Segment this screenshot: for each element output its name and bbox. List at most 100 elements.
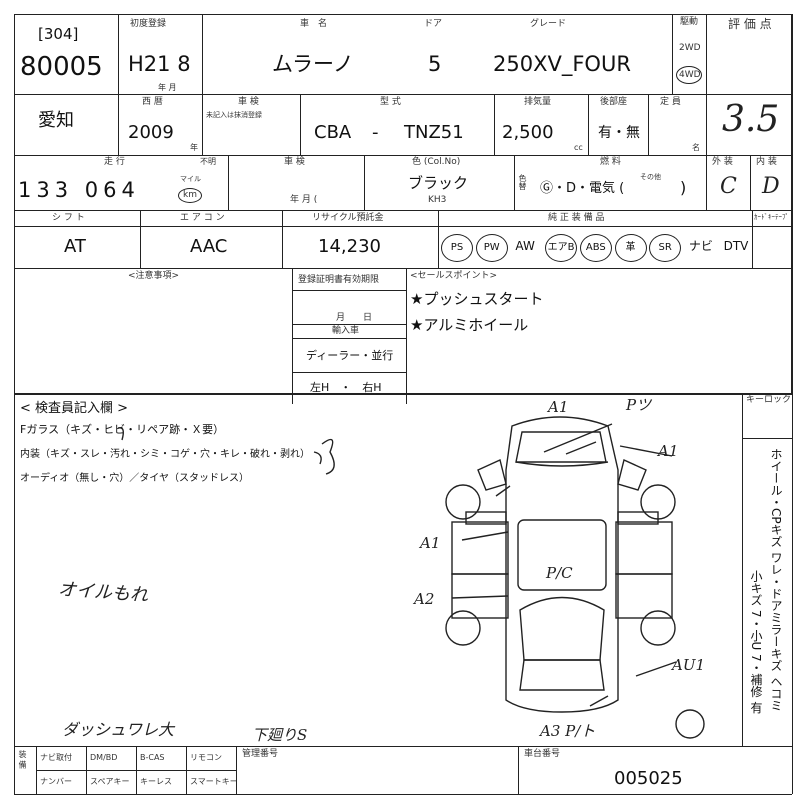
inspector-line-2: 内装（キズ・スレ・汚れ・シミ・コゲ・穴・キレ・破れ・剥れ） — [20, 449, 310, 460]
reg-line-3 — [292, 338, 406, 339]
sales-label: <セールスポイント> — [410, 271, 498, 281]
fuel-label: 燃 料 — [600, 157, 621, 167]
row-line-4 — [14, 268, 792, 269]
car-name-label: 車 名 — [300, 19, 328, 29]
bottom-cell-divider — [186, 746, 187, 770]
mgmt-label: 管理番号 — [242, 749, 279, 759]
fuel-other: その他 — [640, 173, 661, 181]
aircon-label: エ ア コ ン — [180, 213, 225, 223]
bottom-cell: B-CAS — [140, 753, 165, 762]
outer-frame — [14, 14, 792, 394]
equipment-item: エアB — [545, 234, 578, 262]
color-label: 色 (Col.No) — [412, 157, 461, 167]
mark-a1-bottom-right: AU1 — [672, 656, 706, 674]
color-code: KH3 — [428, 195, 447, 205]
equipment-item: ナビ — [688, 239, 713, 253]
bottom-cell: キーレス — [140, 777, 172, 786]
fuel-value: Ⓖ・D・電気 ( — [540, 181, 625, 196]
bottom-cell: DM/BD — [90, 753, 118, 762]
inspection-label: 車 検 — [238, 97, 259, 107]
remote-label: ｶｰﾄﾞｷｰﾃｰﾌﾟ — [754, 213, 789, 221]
mark-a1-left: A1 — [420, 534, 441, 552]
model-dash: - — [372, 122, 379, 143]
capacity-label: 定 員 — [660, 97, 681, 107]
v-r1-2 — [202, 14, 203, 155]
bottom-cell-divider — [86, 746, 87, 770]
v-r2-c — [588, 94, 589, 155]
recycle-label: リサイクル預託金 — [312, 213, 384, 223]
doors-label: ドア — [424, 19, 443, 29]
mark-a1-right: A1 — [658, 442, 679, 460]
handwritten-dash: ダッシュワレ大 — [62, 720, 175, 739]
model-value: TNZ51 — [404, 122, 464, 143]
capacity-unit: 名 — [692, 143, 700, 152]
mileage-km: km — [183, 190, 197, 200]
v-r2-b — [494, 94, 495, 155]
mark-p-top: Pツ — [626, 396, 652, 414]
year-label: 西 暦 — [142, 97, 163, 107]
v-r3-d — [750, 155, 751, 210]
bottom-top — [14, 746, 792, 747]
v-r3-a — [228, 155, 229, 210]
year-unit: 年 — [190, 143, 198, 152]
equipment-item: PS — [441, 234, 473, 262]
equipment-label: 純 正 装 備 品 — [548, 213, 605, 223]
row4-sub — [14, 226, 792, 227]
reg-expiry-unit: 月 日 — [336, 313, 373, 323]
displacement-label: 排気量 — [524, 97, 552, 107]
bottom-v2 — [518, 746, 519, 794]
score-label: 評 価 点 — [728, 17, 772, 31]
displacement-unit: cc — [574, 143, 583, 152]
v-r1-4 — [706, 14, 707, 210]
color-change-label: 色替 — [518, 174, 527, 190]
recycle-value: 14,230 — [318, 236, 381, 257]
equipment-item: SR — [649, 234, 682, 262]
v-r1-3 — [672, 14, 673, 94]
sales-point-1: ★プッシュスタート — [410, 290, 544, 308]
bottom-cell: リモコン — [190, 753, 222, 762]
rear-seat-value: 有・無 — [598, 125, 640, 141]
bottom-cell-divider — [236, 746, 237, 770]
inspector-left — [14, 394, 15, 794]
v-r4-a — [140, 210, 141, 268]
chassis-value: 005025 — [614, 768, 683, 789]
equipment-item: ABS — [579, 234, 612, 262]
displacement-value: 2,500 — [502, 122, 554, 143]
drive-label: 駆動 — [680, 17, 699, 27]
bottom-cell: ナンバー — [40, 777, 72, 786]
bottom-cell: ナビ取付 — [40, 753, 72, 762]
model-prefix: CBA — [314, 122, 352, 143]
bottom-cell: スペアキー — [90, 777, 130, 786]
equipment-item: DTV — [723, 239, 749, 253]
shift-value: AT — [64, 236, 86, 257]
steering-value: 左H ・ 右H — [310, 381, 382, 394]
mark-prc-center: P/C — [546, 564, 573, 582]
side-legend: ホイール・CPキズ ワレ・ドアミラーキズ ヘコミ — [769, 448, 783, 712]
equipment-item: PW — [475, 234, 508, 262]
mileage-label: 走 行 — [104, 157, 125, 167]
chassis-label: 車台番号 — [524, 749, 561, 759]
v-r4-d — [752, 210, 753, 268]
v-r3-b — [364, 155, 365, 210]
reg-line-1 — [292, 290, 406, 291]
reg-line-4 — [292, 372, 406, 373]
shift-label: シ フ ト — [52, 213, 85, 223]
bottom-cell-divider — [86, 770, 87, 794]
mark-a3-bottom: A3 P/ト — [540, 722, 596, 740]
keylock-label: キーロック — [746, 395, 792, 405]
inspector-line-3: オーディオ（無し・穴）／タイヤ（スタッドレス） — [20, 473, 249, 484]
grade-value: 250XV_FOUR — [493, 52, 631, 76]
mileage-km-circle — [178, 188, 202, 203]
bottom-cell-divider — [236, 770, 237, 794]
registration-value: H21 8 — [128, 52, 191, 76]
drive-4wd: 4WD — [679, 70, 701, 80]
mark-a1-top: A1 — [548, 398, 569, 416]
bottom-end — [14, 794, 792, 795]
aircon-value: AAC — [190, 236, 228, 257]
purchase-label: 輸入車 — [332, 326, 360, 336]
drive-4wd-circle — [676, 66, 702, 84]
v-r5-b — [406, 268, 407, 404]
inspect-date-label: 車 検 — [284, 157, 305, 167]
mileage-note: 不明 — [200, 157, 216, 166]
region-value: 愛知 — [38, 110, 74, 131]
